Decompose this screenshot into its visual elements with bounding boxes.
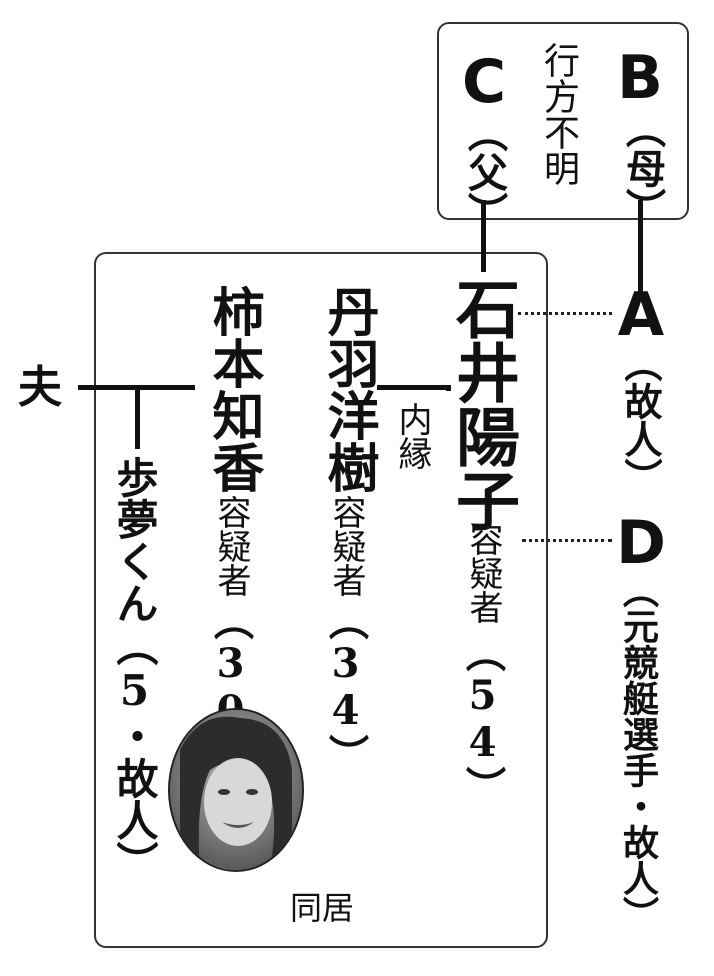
a-dotted-line	[518, 312, 612, 315]
parents-box	[437, 22, 689, 220]
portrait-photo	[168, 708, 304, 872]
kakimoto-chika-name: 柿本知香	[203, 285, 264, 493]
niwa-hiroki-name: 丹羽洋樹	[318, 285, 379, 493]
person-a-letter: A	[617, 280, 665, 350]
cohabitation-box	[94, 252, 548, 948]
c-to-ishii-line	[481, 200, 486, 272]
portrait-photo-icon	[170, 710, 302, 870]
kakimoto-chika-role: 容疑者	[211, 495, 251, 597]
ayumu-drop-line	[135, 385, 140, 449]
person-c-note: （父）	[461, 112, 508, 232]
ishii-yoko-name: 石井陽子	[445, 276, 519, 532]
husband-label: 夫	[18, 362, 62, 413]
b-to-a-line	[638, 200, 643, 292]
common-law-line-h	[377, 385, 449, 390]
cohabitation-label: 同居	[290, 889, 355, 927]
person-d-letter: D	[616, 508, 666, 578]
person-b-note: （母）	[619, 108, 666, 228]
person-c-letter: C	[461, 47, 507, 117]
person-c-status: 行方不明	[538, 42, 579, 186]
niwa-hiroki-age: （34）	[322, 600, 369, 774]
ishii-yoko-age: （54）	[459, 632, 506, 806]
niwa-hiroki-role: 容疑者	[326, 495, 366, 597]
person-a-note: （故人）	[618, 344, 663, 496]
d-dotted-line	[522, 539, 612, 542]
person-b-letter: B	[617, 43, 663, 113]
common-law-line-v	[446, 385, 451, 391]
ayumu-name: 歩夢くん（5・故人）	[110, 456, 159, 883]
ishii-yoko-role: 容疑者	[463, 522, 503, 624]
person-d-note: （元競艇選手・故人）	[617, 572, 659, 932]
common-law-label: 内縁	[392, 402, 432, 470]
